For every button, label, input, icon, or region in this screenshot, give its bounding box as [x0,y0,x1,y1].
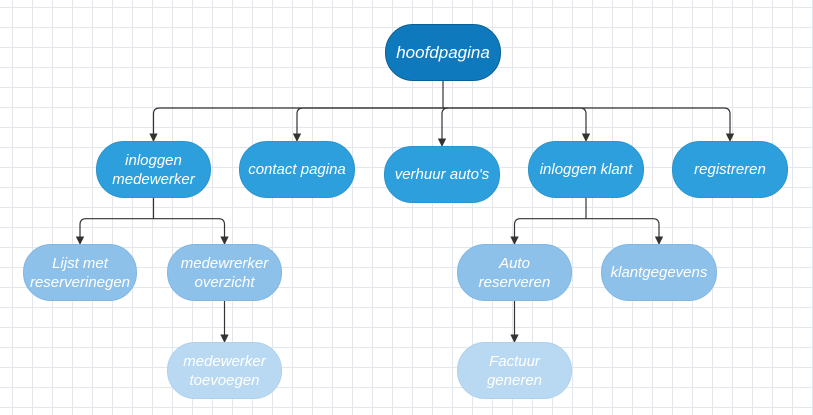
node-inloggen-klant[interactable]: inloggen klant [528,141,644,198]
node-registreren[interactable]: registreren [672,141,788,198]
node-lijst-met-reserveringen[interactable]: Lijst met reserverinegen [23,244,137,301]
node-factuur-genereren[interactable]: Factuur generen [457,342,572,399]
connector-inloggen_klant-to-auto_reserveren [510,218,586,245]
connector-hoofdpagina-to-inloggen_medewerker [149,107,443,142]
connector-hoofdpagina-to-registreren [443,107,735,142]
connector-inloggen_medewerker-to-medewerker_overzicht [153,218,229,245]
connector-hoofdpagina-to-contact_pagina [292,107,443,142]
node-verhuur-autos[interactable]: verhuur auto's [384,146,500,203]
connector-hoofdpagina-to-inloggen_klant [443,107,591,142]
node-auto-reserveren[interactable]: Auto reserveren [457,244,572,301]
connector-hoofdpagina-to-verhuur_autos [437,107,449,147]
node-hoofdpagina[interactable]: hoofdpagina [385,24,501,81]
connector-inloggen_medewerker-to-lijst_met_reserveringen [75,218,154,245]
node-klantgegevens[interactable]: klantgegevens [601,244,717,301]
node-medewerker-overzicht[interactable]: medewrerker overzicht [167,244,282,301]
connector-inloggen_klant-to-klantgegevens [586,218,664,245]
node-inloggen-medewerker[interactable]: inloggen medewerker [96,141,211,198]
node-medewerker-toevoegen[interactable]: medewerker toevoegen [167,342,282,399]
node-contact-pagina[interactable]: contact pagina [239,141,355,198]
